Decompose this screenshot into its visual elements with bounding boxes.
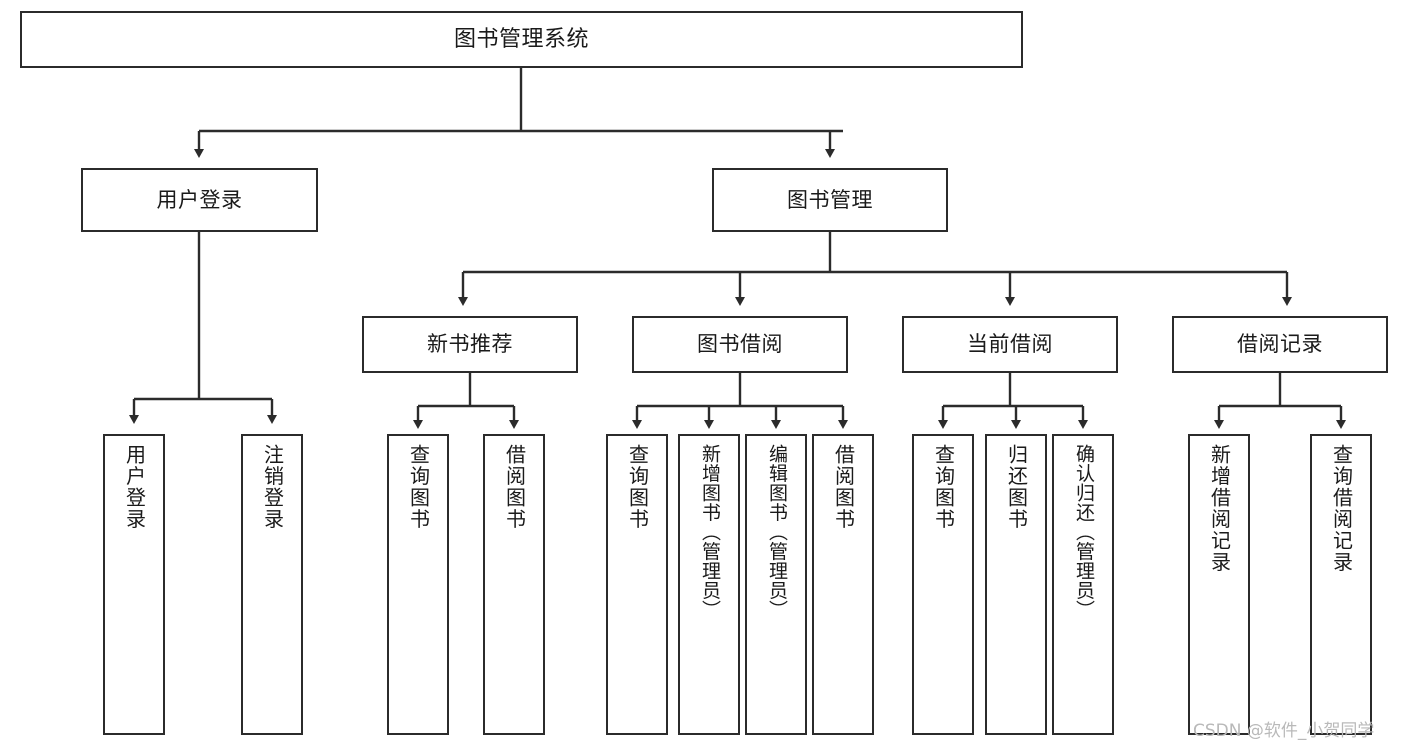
node-leaf-query-book-2-label: 查询图书 bbox=[625, 444, 650, 530]
node-leaf-user-logout-label: 注销登录 bbox=[260, 444, 285, 530]
node-leaf-borrow-book-1[interactable]: 借阅图书 bbox=[483, 434, 545, 735]
node-leaf-query-book-3-label: 查询图书 bbox=[931, 444, 956, 530]
node-leaf-edit-book-admin[interactable]: 编辑图书（管理员） bbox=[745, 434, 807, 735]
node-leaf-add-book-admin-label: 新增图书（管理员） bbox=[698, 444, 721, 620]
node-leaf-add-borrow-record[interactable]: 新增借阅记录 bbox=[1188, 434, 1250, 735]
node-leaf-edit-book-admin-label: 编辑图书（管理员） bbox=[765, 444, 788, 620]
node-leaf-query-book-1-label: 查询图书 bbox=[406, 444, 431, 530]
node-leaf-confirm-return-admin-label: 确认归还（管理员） bbox=[1072, 444, 1095, 620]
node-leaf-return-book[interactable]: 归还图书 bbox=[985, 434, 1047, 735]
node-current-borrow-label: 当前借阅 bbox=[967, 332, 1053, 357]
node-book-borrow[interactable]: 图书借阅 bbox=[632, 316, 848, 373]
node-root[interactable]: 图书管理系统 bbox=[20, 11, 1023, 68]
node-leaf-query-book-2[interactable]: 查询图书 bbox=[606, 434, 668, 735]
node-borrow-record[interactable]: 借阅记录 bbox=[1172, 316, 1388, 373]
node-book-borrow-label: 图书借阅 bbox=[697, 332, 783, 357]
node-leaf-user-login-label: 用户登录 bbox=[122, 444, 147, 530]
node-book-manage[interactable]: 图书管理 bbox=[712, 168, 948, 232]
node-leaf-user-logout[interactable]: 注销登录 bbox=[241, 434, 303, 735]
node-leaf-confirm-return-admin[interactable]: 确认归还（管理员） bbox=[1052, 434, 1114, 735]
node-leaf-borrow-book-2-label: 借阅图书 bbox=[831, 444, 856, 530]
node-leaf-query-borrow-record[interactable]: 查询借阅记录 bbox=[1310, 434, 1372, 735]
node-leaf-add-borrow-record-label: 新增借阅记录 bbox=[1207, 444, 1232, 573]
node-new-book-rec-label: 新书推荐 bbox=[427, 332, 513, 357]
node-leaf-query-borrow-record-label: 查询借阅记录 bbox=[1329, 444, 1354, 573]
node-new-book-rec[interactable]: 新书推荐 bbox=[362, 316, 578, 373]
node-leaf-add-book-admin[interactable]: 新增图书（管理员） bbox=[678, 434, 740, 735]
node-leaf-user-login[interactable]: 用户登录 bbox=[103, 434, 165, 735]
node-leaf-borrow-book-2[interactable]: 借阅图书 bbox=[812, 434, 874, 735]
node-root-label: 图书管理系统 bbox=[453, 26, 589, 52]
node-borrow-record-label: 借阅记录 bbox=[1237, 332, 1323, 357]
node-user-login-label: 用户登录 bbox=[156, 187, 243, 212]
node-book-manage-label: 图书管理 bbox=[787, 187, 873, 212]
node-leaf-borrow-book-1-label: 借阅图书 bbox=[502, 444, 527, 530]
node-leaf-return-book-label: 归还图书 bbox=[1004, 444, 1029, 530]
node-leaf-query-book-3[interactable]: 查询图书 bbox=[912, 434, 974, 735]
node-leaf-query-book-1[interactable]: 查询图书 bbox=[387, 434, 449, 735]
node-user-login[interactable]: 用户登录 bbox=[81, 168, 318, 232]
csdn-watermark: CSDN @软件_小贺同学 bbox=[1193, 721, 1375, 741]
node-current-borrow[interactable]: 当前借阅 bbox=[902, 316, 1118, 373]
